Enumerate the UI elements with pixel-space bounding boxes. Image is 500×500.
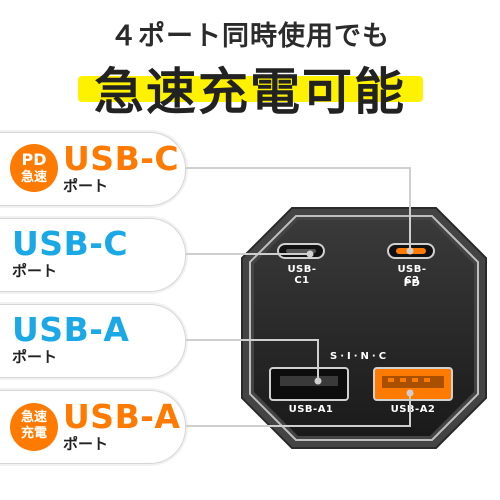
badge-line-2: 急速 bbox=[20, 170, 47, 185]
port-panel-usb-c: USB-C ポート bbox=[0, 218, 186, 292]
page-title: 急速充電可能 bbox=[94, 63, 406, 121]
port-name: USB-C bbox=[12, 224, 129, 263]
port-sub: ポート bbox=[12, 348, 58, 366]
port-sub: ポート bbox=[63, 435, 109, 453]
badge-line-1: 急速 bbox=[20, 410, 47, 425]
port-name: USB-C bbox=[63, 139, 180, 178]
usb-c1-label: USB-C1 bbox=[287, 264, 317, 286]
badge-line-1: PD bbox=[21, 150, 47, 169]
fast-charge-badge: 急速 充電 bbox=[10, 403, 58, 451]
port-sub: ポート bbox=[63, 177, 109, 195]
title-highlight bbox=[78, 76, 423, 102]
port-sub: ポート bbox=[12, 262, 58, 280]
port-panel-usb-a: USB-A ポート bbox=[0, 304, 186, 378]
port-name: USB-A bbox=[12, 310, 130, 349]
usb-a1-label: USB-A1 bbox=[288, 404, 334, 415]
port-name: USB-A bbox=[63, 397, 181, 436]
usb-a2-label: USB-A2 bbox=[390, 404, 436, 415]
usb-c2-pd-label: PD bbox=[403, 278, 421, 289]
charger-device: USB-C1 USB-C2 PD S·I·N·C USB-A1 USB-A2 bbox=[240, 206, 488, 450]
badge-line-2: 充電 bbox=[20, 426, 47, 441]
port-panel-usb-c-pd: PD 急速 USB-C ポート bbox=[0, 132, 186, 206]
pd-fast-badge: PD 急速 bbox=[10, 144, 58, 192]
brand-logo: S·I·N·C bbox=[330, 351, 390, 362]
port-panel-usb-a-fast: 急速 充電 USB-A ポート bbox=[0, 390, 186, 464]
usb-c2-label: USB-C2 bbox=[397, 264, 427, 286]
subtitle: ４ポート同時使用でも bbox=[110, 21, 390, 52]
charger-body bbox=[241, 207, 487, 449]
